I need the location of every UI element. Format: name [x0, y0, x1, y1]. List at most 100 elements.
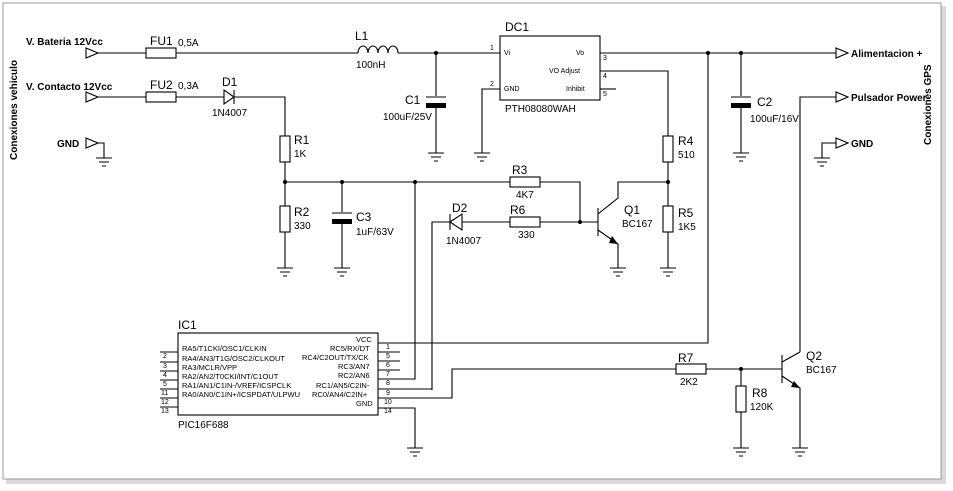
ic1-right-pin-lines: [378, 342, 400, 409]
inductor-l1: [357, 45, 399, 54]
l1-ref: L1: [355, 29, 369, 43]
ic1-right-pin-num: 8: [386, 380, 390, 387]
r5-ref: R5: [678, 206, 694, 220]
port-bateria-label: V. Bateria 12Vcc: [26, 37, 103, 48]
ic1-left-pin-name: RA5/T1CKI/OSC1/CLKIN: [182, 344, 267, 353]
dc1-pin-inhibit-name: Inhibit: [566, 86, 585, 93]
dc1-ref: DC1: [505, 20, 529, 34]
transistor-q2-collector: [781, 351, 801, 363]
ic1-right-pin-num: 14: [384, 408, 392, 415]
wire-r3-q1: [540, 181, 598, 223]
transistor-q1-collector: [597, 181, 668, 215]
gnd-symbol-q2: [792, 447, 808, 457]
c3-ref: C3: [356, 210, 372, 224]
gnd-symbol-q1: [610, 267, 626, 277]
port-contacto-label: V. Contacto 12Vcc: [26, 82, 113, 93]
frame: [2, 2, 942, 480]
wire-ic-gnd: [400, 407, 416, 448]
ic1-left-pin-name: RA3/MCLR/VPP: [182, 363, 237, 372]
wire-ic-vcc: [400, 53, 709, 344]
ic1-ref: IC1: [178, 318, 197, 332]
dc1-pin-5-num: 5: [603, 91, 607, 98]
ic1-left-pin-num: 4: [163, 372, 167, 379]
ic1-right-pin-num: 9: [386, 390, 390, 397]
ic1-left-pin-num: 12: [161, 399, 169, 406]
q1-value: BC167: [622, 219, 653, 230]
port-gnd-right-label: GND: [851, 139, 873, 150]
ic1-left-pin-name: RA4/AN3/T1G/OSC2/CLKOUT: [182, 354, 285, 363]
ic1-left-pin-num: 2: [163, 353, 167, 360]
wire-ic-d2: [431, 221, 450, 390]
capacitor-c3-plate-neg: [332, 219, 352, 224]
l1-value: 100nH: [356, 60, 385, 71]
gnd-symbol-r5: [660, 267, 676, 277]
dc1-part: PTH08080WAH: [505, 104, 576, 115]
ic1-left-pin-num: 5: [163, 381, 167, 388]
gnd-symbol-right: [814, 157, 830, 167]
q2-value: BC167: [806, 365, 837, 376]
fu2-value: 0,3A: [178, 81, 199, 92]
wire-gnd-left: [98, 142, 105, 158]
c2-ref: C2: [757, 95, 773, 109]
ic1-right-pin-num: 10: [384, 399, 392, 406]
wire-vadj-r4: [600, 70, 669, 136]
r7-ref: R7: [678, 351, 694, 365]
q1-ref: Q1: [624, 203, 640, 217]
transistor-q1-arrow: [609, 236, 618, 244]
ic1-left-pin-num: 13: [161, 408, 169, 415]
ic1-right-pin-name: GND: [356, 399, 373, 408]
gnd-symbol-c1: [428, 152, 444, 162]
dc1-pin-vi-name: Vi: [504, 50, 511, 57]
fu1-value: 0,5A: [178, 38, 199, 49]
ic1-left-pin-num: 11: [161, 390, 168, 397]
diode-d1: [223, 88, 235, 106]
capacitor-c1-plate-neg: [426, 103, 446, 108]
ic1-right-pin-num: 7: [386, 371, 390, 378]
ic1-right-pin-name: VCC: [356, 335, 372, 344]
junction-r4-r5: [666, 180, 670, 184]
dc1-pin-4-num: 4: [603, 73, 607, 80]
c1-ref: C1: [405, 93, 421, 107]
transistor-q2-arrow: [791, 381, 800, 388]
ic1-left-pin-name: RA2/AN2/T0CKI/INT/C1OUT: [182, 372, 279, 381]
ic1-left-pin-name: RA0/AN0/C1IN+/ICSPDAT/ULPWU: [182, 390, 300, 399]
port-alimentacion-label: Alimentacion +: [851, 49, 923, 60]
dc1-pin-1-num: 1: [490, 45, 494, 52]
ic1-left-pin-num: 3: [163, 363, 167, 370]
dc1-pin-2-num: 2: [490, 81, 494, 88]
wire-pulsador-q2: [799, 96, 836, 352]
r6-value: 330: [518, 230, 535, 241]
dc1-pin-vo-name: Vo: [576, 50, 584, 57]
d1-ref: D1: [222, 75, 238, 89]
wire-gnd-right: [821, 142, 836, 158]
d2-ref: D2: [452, 201, 468, 215]
r4-value: 510: [678, 150, 695, 161]
dc1-pin-3-num: 3: [603, 55, 607, 62]
r8-value: 120K: [750, 402, 774, 413]
fu2-ref: FU2: [150, 78, 173, 92]
ic1-left-pin-name: RA1/AN1/C1IN-/VREF/ICSPCLK: [182, 381, 291, 390]
c3-value: 1uF/63V: [356, 227, 394, 238]
port-alimentacion-arrow: [835, 47, 850, 59]
ic1-right-pin-name: RC4/C2OUT/TX/CK: [302, 353, 369, 362]
junction-q1-base: [578, 220, 582, 224]
gnd-symbol-c3: [334, 267, 350, 277]
c1-value: 100uF/25V: [383, 112, 432, 123]
port-contacto-arrow: [85, 91, 100, 103]
r7-value: 2K2: [680, 377, 698, 388]
wire-ic-rc0-r7: [400, 368, 676, 399]
r3-value: 4K7: [516, 190, 534, 201]
dc1-body: [499, 35, 601, 101]
wire-dc1-gnd: [481, 88, 500, 153]
d2-value: 1N4007: [446, 236, 481, 247]
d1-value: 1N4007: [212, 108, 247, 119]
wire-ic-rc2: [400, 182, 416, 380]
gnd-symbol-c2: [733, 152, 749, 162]
ic1-part: PIC16F688: [178, 420, 229, 431]
r8-ref: R8: [752, 386, 768, 400]
r1-value: 1K: [294, 149, 307, 160]
r6-ref: R6: [510, 203, 526, 217]
gnd-symbol-r8: [733, 447, 749, 457]
